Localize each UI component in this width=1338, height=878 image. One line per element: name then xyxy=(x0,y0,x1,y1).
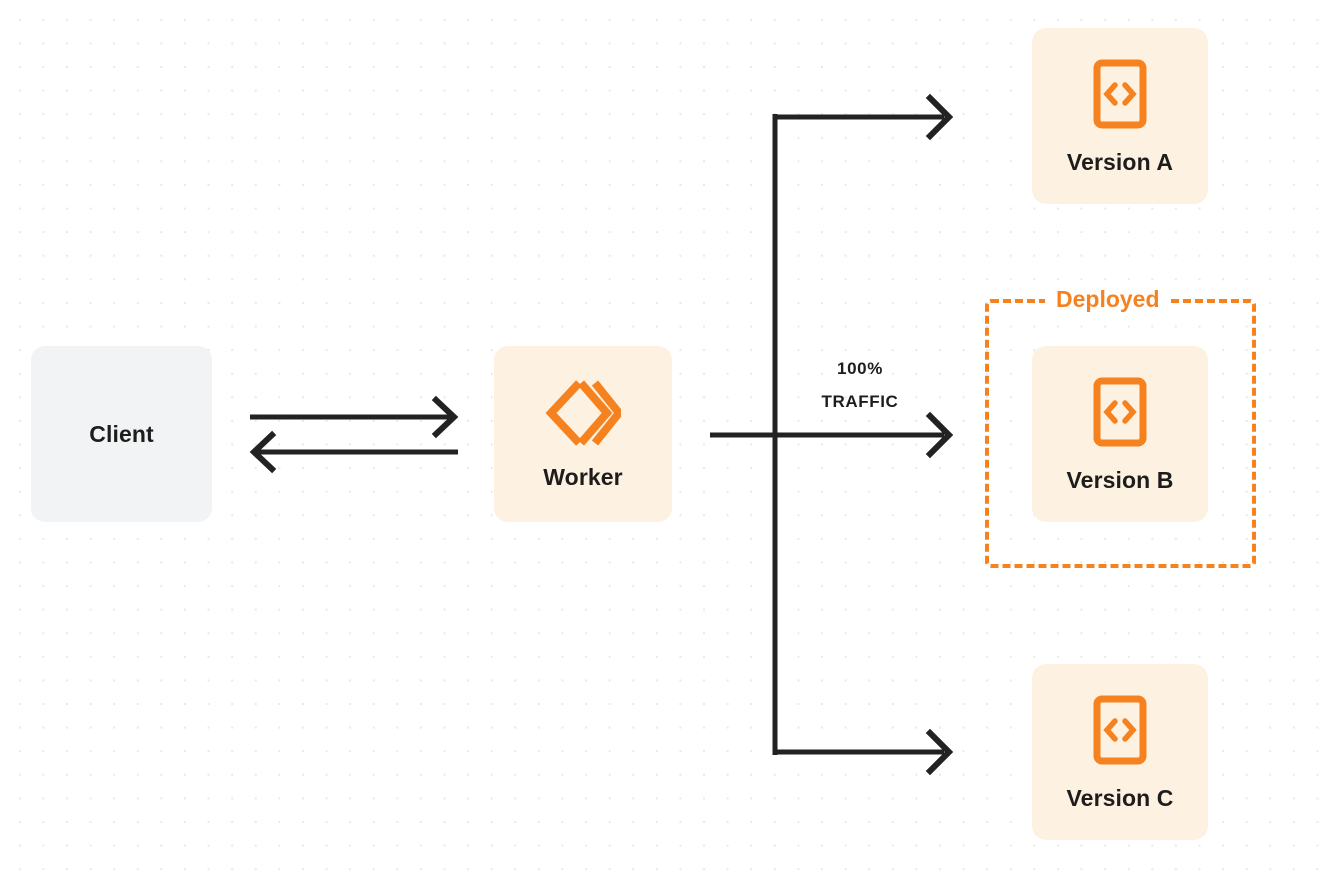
node-version-a-label: Version A xyxy=(1066,148,1174,175)
code-file-icon xyxy=(1093,695,1147,765)
cloudflare-workers-icon xyxy=(545,379,621,446)
node-version-a[interactable]: Version A xyxy=(1032,28,1208,204)
deployed-group-label: Deployed xyxy=(1045,285,1171,313)
node-worker[interactable]: Worker xyxy=(494,346,672,522)
node-client-label: Client xyxy=(89,420,154,447)
node-version-c[interactable]: Version C xyxy=(1032,664,1208,840)
node-version-b-label: Version B xyxy=(1066,466,1174,493)
connector-worker-to-client xyxy=(249,430,458,474)
connector-worker-trunk xyxy=(710,411,954,459)
code-file-icon xyxy=(1093,59,1147,129)
traffic-annotation: 100% TRAFFIC xyxy=(790,352,930,418)
traffic-percent: 100% xyxy=(837,359,883,378)
connector-trunk-to-version-a xyxy=(773,93,954,141)
traffic-word: TRAFFIC xyxy=(821,392,899,412)
node-version-b[interactable]: Version B xyxy=(1032,346,1208,522)
node-worker-label: Worker xyxy=(543,463,623,490)
connector-client-to-worker xyxy=(250,395,459,439)
code-file-icon xyxy=(1093,377,1147,447)
connector-trunk-to-version-c xyxy=(773,728,954,776)
node-client[interactable]: Client xyxy=(31,346,212,522)
node-version-c-label: Version C xyxy=(1066,784,1174,811)
